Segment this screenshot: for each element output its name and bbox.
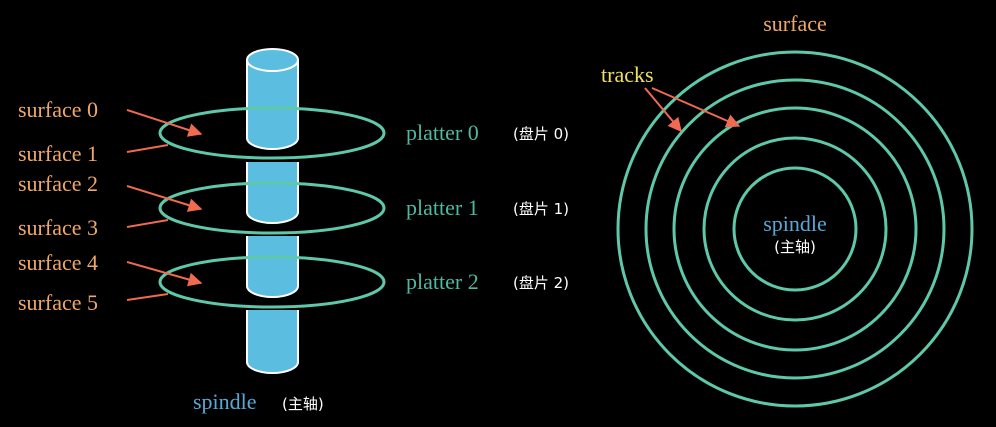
surface-arrows: [126, 109, 203, 301]
right-track-view: surface tracks spindle (主轴): [601, 11, 974, 408]
platter-label-1: platter 1: [406, 195, 479, 220]
tracks-label: tracks: [601, 62, 654, 87]
surface-label-4: surface 4: [18, 250, 98, 275]
surface-label-0: surface 0: [18, 97, 98, 122]
surface-labels: surface 0 surface 1 surface 2 surface 3 …: [18, 97, 98, 315]
spindle-segment-2: [247, 162, 298, 212]
arrow-surface-4: [126, 261, 203, 287]
platter-ring-0: [158, 106, 386, 160]
platter-ring-1: [158, 181, 386, 235]
surface-label-3: surface 3: [18, 215, 98, 240]
spindle-segment-3: [247, 236, 298, 286]
spindle-cylinder: [246, 48, 299, 374]
surface-label-5: surface 5: [18, 290, 98, 315]
arrow-surface-3: [126, 219, 169, 228]
spindle-top-cap: [246, 48, 299, 72]
surface-label-2: surface 2: [18, 171, 98, 196]
center-spindle-label-cn: (主轴): [774, 238, 816, 256]
platter-label-2-cn: (盘片 2): [513, 274, 569, 292]
arrow-surface-2: [126, 185, 203, 212]
arrow-surface-1: [126, 144, 169, 153]
platter-label-2: platter 2: [406, 269, 479, 294]
tracks-arrow-1: [644, 87, 682, 133]
track-circle-4: [702, 136, 888, 322]
platter-labels: platter 0 (盘片 0) platter 1 (盘片 1) platte…: [406, 120, 569, 294]
track-circle-3: [672, 106, 918, 352]
spindle-label-cn: (主轴): [282, 395, 324, 413]
spindle-segment-top: [247, 60, 298, 138]
track-circle-2: [644, 78, 946, 380]
platter-ring-2: [158, 255, 386, 309]
left-disk-stack: surface 0 surface 1 surface 2 surface 3 …: [18, 48, 569, 414]
track-circle-1: [616, 50, 974, 408]
surface-title: surface: [763, 11, 827, 36]
track-circle-5: [732, 166, 858, 292]
spindle-label: spindle: [193, 389, 257, 414]
platter-label-0-cn: (盘片 0): [513, 125, 569, 143]
platter-label-0: platter 0: [406, 120, 479, 145]
arrow-surface-0: [126, 109, 203, 137]
tracks-arrow-2: [651, 87, 741, 128]
surface-label-1: surface 1: [18, 141, 98, 166]
arrow-surface-5: [126, 293, 169, 301]
center-spindle-label: spindle: [763, 211, 827, 236]
spindle-segment-bottom: [247, 310, 298, 362]
track-circles: [616, 50, 974, 408]
tracks-arrows: [644, 87, 741, 133]
platter-label-1-cn: (盘片 1): [513, 200, 569, 218]
